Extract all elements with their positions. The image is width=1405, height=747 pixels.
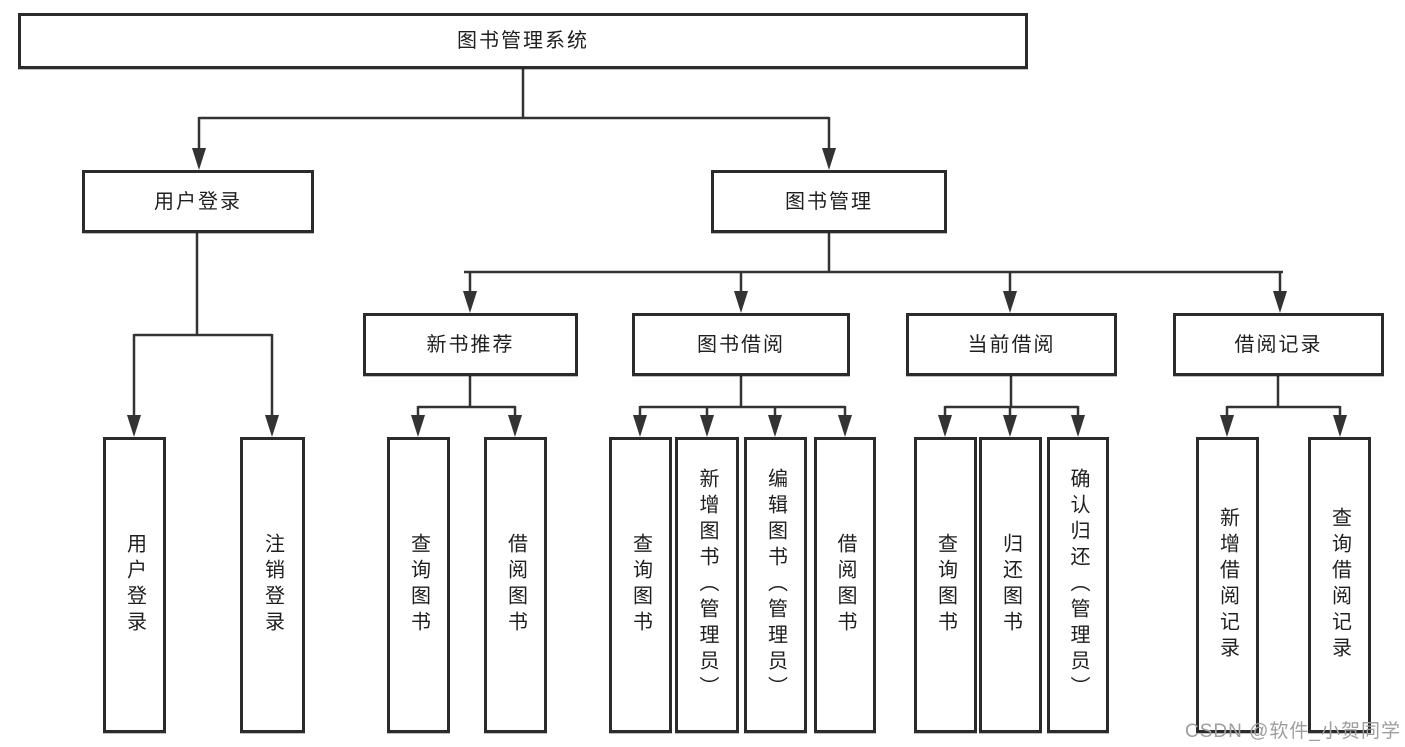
- leaf-current-query-books: 查询图书: [914, 437, 977, 733]
- leaf-borrow-borrow-books: 借阅图书: [814, 437, 876, 733]
- node-root-label: 图书管理系统: [457, 30, 589, 52]
- node-borrow-records-label: 借阅记录: [1234, 333, 1323, 356]
- leaf-borrow-edit-books-admin: 编辑图书（管理员）: [744, 437, 807, 733]
- leaf-records-add-record: 新增借阅记录: [1196, 437, 1259, 733]
- node-book-management: 图书管理: [711, 170, 947, 233]
- leaf-borrow-query-books-label: 查询图书: [629, 533, 652, 637]
- leaf-borrow-add-books-admin: 新增图书（管理员）: [675, 437, 739, 733]
- leaf-borrow-query-books: 查询图书: [609, 437, 672, 733]
- leaf-recommend-borrow-books: 借阅图书: [484, 437, 547, 733]
- leaf-current-return-books: 归还图书: [979, 437, 1042, 733]
- leaf-current-confirm-return-admin: 确认归还（管理员）: [1047, 437, 1109, 733]
- node-book-management-label: 图书管理: [785, 190, 873, 213]
- node-current-borrow: 当前借阅: [906, 313, 1117, 376]
- node-root: 图书管理系统: [18, 13, 1028, 69]
- leaf-records-add-record-label: 新增借阅记录: [1216, 507, 1239, 663]
- leaf-recommend-borrow-books-label: 借阅图书: [504, 533, 527, 637]
- leaf-recommend-query-books-label: 查询图书: [407, 533, 430, 637]
- node-new-book-recommend-label: 新书推荐: [426, 333, 515, 356]
- leaf-borrow-borrow-books-label: 借阅图书: [834, 533, 856, 637]
- leaf-records-query-record-label: 查询借阅记录: [1328, 507, 1351, 663]
- leaf-user-login: 用户登录: [103, 437, 166, 733]
- leaf-current-confirm-return-admin-label: 确认归还（管理员）: [1067, 468, 1089, 702]
- node-book-borrow-label: 图书借阅: [697, 333, 785, 356]
- leaf-records-query-record: 查询借阅记录: [1308, 437, 1371, 733]
- leaf-borrow-edit-books-admin-label: 编辑图书（管理员）: [764, 468, 787, 702]
- leaf-logout-label: 注销登录: [261, 533, 284, 637]
- node-borrow-records: 借阅记录: [1173, 313, 1384, 376]
- watermark: CSDN @软件_小贺同学: [1185, 721, 1401, 742]
- node-current-borrow-label: 当前借阅: [967, 333, 1056, 356]
- node-book-borrow: 图书借阅: [632, 313, 850, 376]
- leaf-logout: 注销登录: [240, 437, 305, 733]
- node-user-login: 用户登录: [82, 170, 314, 233]
- leaf-borrow-add-books-admin-label: 新增图书（管理员）: [696, 468, 718, 702]
- leaf-current-query-books-label: 查询图书: [934, 533, 957, 637]
- leaf-recommend-query-books: 查询图书: [387, 437, 450, 733]
- leaf-user-login-label: 用户登录: [123, 533, 146, 637]
- leaf-current-return-books-label: 归还图书: [999, 533, 1022, 637]
- node-user-login-label: 用户登录: [154, 190, 242, 213]
- node-new-book-recommend: 新书推荐: [363, 313, 578, 376]
